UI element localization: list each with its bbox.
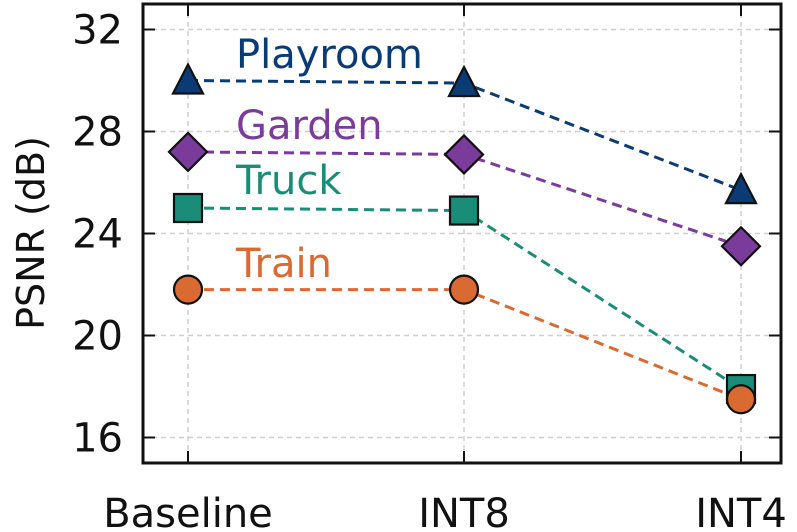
garden-marker-baseline bbox=[167, 131, 209, 173]
gridlines bbox=[143, 4, 781, 463]
axis-ticks bbox=[143, 4, 781, 463]
y-tick-label: 32 bbox=[72, 8, 123, 54]
y-tick-labels: 16 20 24 28 32 bbox=[72, 8, 123, 462]
series-label-garden: Garden bbox=[236, 103, 383, 149]
y-tick-label: 24 bbox=[72, 212, 123, 258]
truck-marker-int8 bbox=[448, 195, 480, 226]
garden-marker-int4 bbox=[720, 225, 762, 267]
truck-marker-baseline bbox=[172, 192, 204, 224]
series-label-playroom: Playroom bbox=[236, 32, 423, 78]
y-tick-label: 20 bbox=[72, 314, 123, 360]
playroom-marker-int8 bbox=[447, 64, 481, 98]
y-axis-title: PSNR (dB) bbox=[9, 136, 53, 330]
x-tick-labels: Baseline INT8 INT4 bbox=[103, 491, 787, 532]
series-markers bbox=[167, 62, 762, 415]
series-label-train: Train bbox=[235, 241, 332, 287]
train-marker-baseline bbox=[172, 274, 204, 305]
x-tick-label: Baseline bbox=[103, 491, 273, 532]
series-label-truck: Truck bbox=[235, 158, 342, 204]
playroom-marker-int4 bbox=[724, 171, 758, 205]
y-tick-label: 16 bbox=[72, 416, 123, 462]
y-tick-label: 28 bbox=[72, 110, 123, 156]
train-marker-int4 bbox=[725, 384, 757, 415]
garden-marker-int8 bbox=[443, 133, 485, 176]
train-marker-int8 bbox=[448, 274, 480, 305]
playroom-marker-baseline bbox=[171, 62, 205, 95]
x-tick-label: INT4 bbox=[695, 491, 787, 532]
x-tick-label: INT8 bbox=[418, 491, 510, 532]
